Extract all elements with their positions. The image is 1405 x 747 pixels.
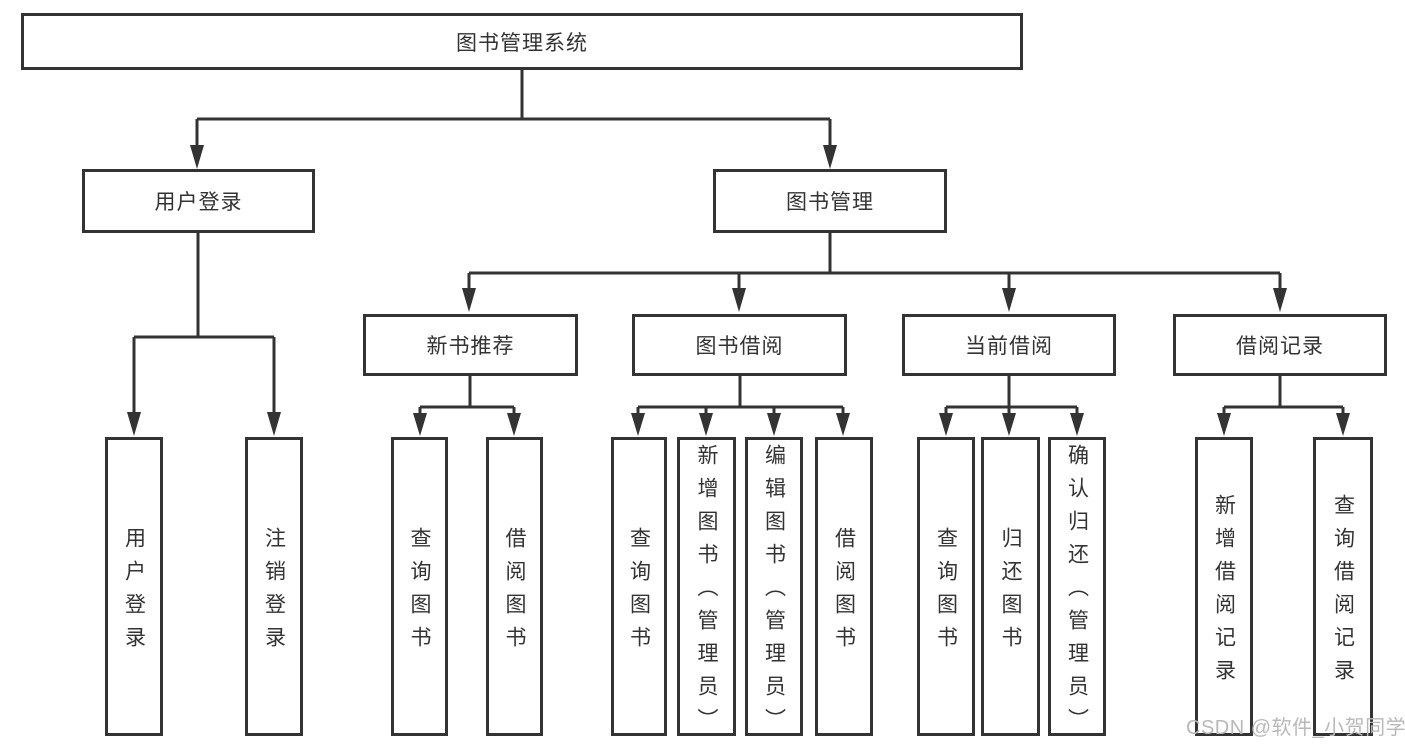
leaf-add-books-admin: 新增图书（管理员） xyxy=(677,437,736,741)
arrow-down-icon xyxy=(127,412,141,436)
node-label: 借阅记录 xyxy=(1236,335,1324,358)
leaf-label: 归还图书 xyxy=(999,526,1022,659)
arrow-down-icon xyxy=(1070,413,1084,436)
arrow-down-icon xyxy=(836,413,850,436)
leaf-query-books-1: 查询图书 xyxy=(391,437,448,736)
node-user-login: 用户登录 xyxy=(82,169,315,233)
leaf-label: 新增借阅记录 xyxy=(1212,493,1236,692)
arrow-down-icon xyxy=(631,413,645,436)
node-book-borrow: 图书借阅 xyxy=(632,314,847,376)
arrow-down-icon xyxy=(823,145,837,169)
leaf-label: 注销登录 xyxy=(262,526,286,659)
leaf-label: 借阅图书 xyxy=(503,526,526,659)
leaf-label: 新增图书（管理员） xyxy=(695,444,718,741)
leaf-label: 编辑图书（管理员） xyxy=(762,444,786,741)
node-root-system: 图书管理系统 xyxy=(21,13,1023,70)
leaf-label: 查询借阅记录 xyxy=(1331,493,1355,692)
node-label: 新书推荐 xyxy=(426,335,515,358)
arrow-down-icon xyxy=(1217,413,1231,436)
leaf-query-borrow-record: 查询借阅记录 xyxy=(1313,437,1373,736)
leaf-borrow-books-2: 借阅图书 xyxy=(815,437,873,736)
leaf-logout: 注销登录 xyxy=(245,437,303,736)
arrow-down-icon xyxy=(939,413,953,436)
arrow-down-icon xyxy=(1336,413,1350,436)
leaf-borrow-books-1: 借阅图书 xyxy=(486,437,543,736)
node-label: 图书管理 xyxy=(786,191,874,214)
connector-book-borrow-children xyxy=(636,376,845,414)
leaf-add-borrow-record: 新增借阅记录 xyxy=(1195,437,1253,736)
csdn-watermark: CSDN @软件_小贺同学 xyxy=(1186,717,1405,739)
arrow-down-icon xyxy=(462,288,476,312)
leaf-label: 借阅图书 xyxy=(832,526,856,659)
leaf-label: 确认归还（管理员） xyxy=(1065,444,1089,741)
arrow-down-icon xyxy=(190,145,204,169)
arrow-down-icon xyxy=(767,413,781,436)
leaf-return-books: 归还图书 xyxy=(981,437,1040,736)
leaf-edit-books-admin: 编辑图书（管理员） xyxy=(745,437,803,741)
node-current-borrow: 当前借阅 xyxy=(902,314,1116,376)
leaf-label: 查询图书 xyxy=(627,526,651,659)
arrow-down-icon xyxy=(1273,288,1287,312)
node-new-book-recommend: 新书推荐 xyxy=(363,314,578,376)
leaf-label: 用户登录 xyxy=(122,526,146,659)
leaf-label: 查询图书 xyxy=(408,526,431,659)
node-label: 当前借阅 xyxy=(965,335,1053,358)
connector-root-to-level1 xyxy=(195,70,832,150)
leaf-label: 查询图书 xyxy=(934,526,958,659)
connector-current-borrow-children xyxy=(944,376,1079,414)
leaf-confirm-return-admin: 确认归还（管理员） xyxy=(1048,437,1106,741)
connector-new-book-children xyxy=(418,376,516,414)
leaf-query-books-2: 查询图书 xyxy=(611,437,667,736)
connector-book-management-children xyxy=(467,233,1282,290)
arrow-down-icon xyxy=(1002,288,1016,312)
connector-borrow-record-children xyxy=(1222,376,1345,414)
arrow-down-icon xyxy=(413,413,427,436)
connector-user-login-children xyxy=(132,233,276,414)
node-label: 图书借阅 xyxy=(695,335,784,358)
leaf-user-login: 用户登录 xyxy=(105,437,163,736)
arrow-down-icon xyxy=(699,413,713,436)
node-label: 用户登录 xyxy=(154,191,243,214)
node-borrow-records: 借阅记录 xyxy=(1173,314,1387,376)
node-book-management: 图书管理 xyxy=(713,169,947,233)
arrow-down-icon xyxy=(732,288,746,312)
leaf-query-books-3: 查询图书 xyxy=(917,437,975,736)
arrow-down-icon xyxy=(507,413,521,436)
arrow-down-icon xyxy=(1002,413,1016,436)
arrow-down-icon xyxy=(267,412,281,436)
node-label: 图书管理系统 xyxy=(456,31,588,55)
